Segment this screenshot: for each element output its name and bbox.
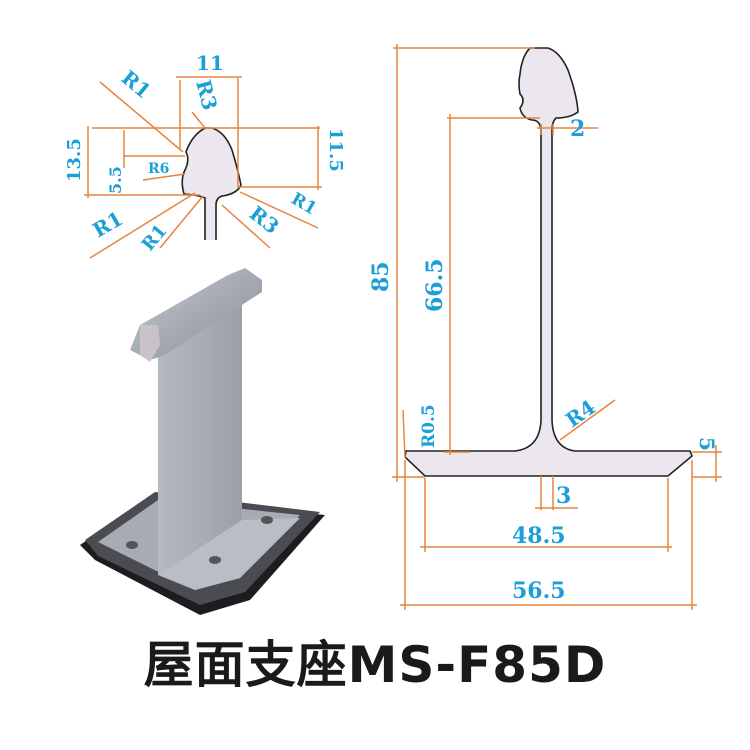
head-detail: 11 R3 R1 13.5 5.5 R6 11.5 R1 R1 R3 R1 — [64, 51, 346, 259]
dim-r3-br: R3 — [245, 201, 284, 239]
main-profile-drawing: 85 66.5 2 R4 R0.5 5 3 48.5 56.5 — [368, 44, 722, 610]
head-detail-profile — [181, 127, 242, 240]
dim-11: 11 — [196, 51, 224, 75]
dim-r6: R6 — [148, 161, 169, 177]
dim-r1-br: R1 — [288, 189, 320, 219]
product-title: 屋面支座MS-F85D — [143, 636, 607, 694]
dim-66-5: 66.5 — [422, 258, 448, 312]
dim-2: 2 — [570, 116, 585, 142]
dim-11-5: 11.5 — [325, 128, 346, 172]
main-profile — [404, 47, 693, 477]
dim-r1-top: R1 — [117, 65, 156, 103]
dim-r3-top: R3 — [191, 77, 222, 113]
dim-13-5: 13.5 — [64, 138, 85, 182]
dim-r4: R4 — [561, 395, 600, 432]
product-photo — [80, 268, 325, 615]
dim-3: 3 — [556, 483, 571, 509]
dim-85: 85 — [368, 261, 394, 292]
dim-56-5: 56.5 — [512, 578, 566, 604]
dim-5: 5 — [695, 437, 719, 451]
dim-r1-bl: R1 — [89, 206, 127, 242]
dim-5-5: 5.5 — [106, 166, 125, 194]
dim-r0-5: R0.5 — [419, 404, 439, 448]
dim-48-5: 48.5 — [512, 523, 566, 549]
